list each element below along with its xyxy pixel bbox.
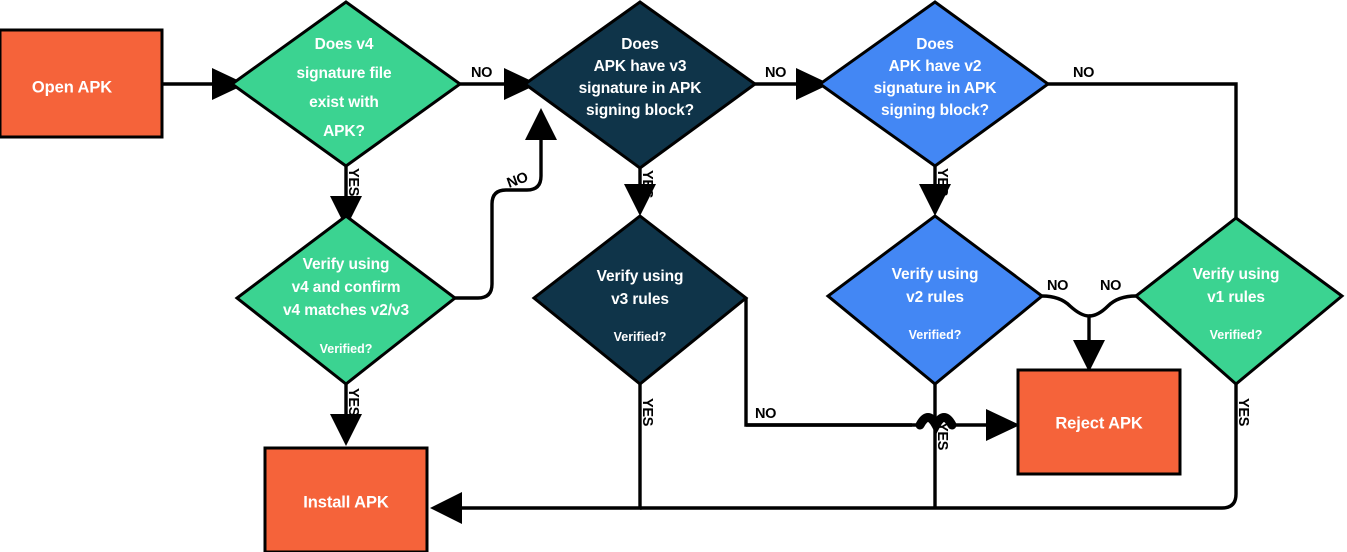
- edge-label-q-v3-no: NO: [765, 65, 786, 81]
- arrowhead: [212, 68, 246, 100]
- verify-v4-line1: Verify using: [303, 256, 390, 273]
- arrowhead: [624, 184, 656, 216]
- q-v4-file-diamond: [229, 0, 463, 168]
- edge-q-v4-no: NO: [460, 65, 538, 100]
- q-v4-file-line4: APK?: [323, 123, 365, 140]
- q-v4-file-line1: Does v4: [315, 36, 374, 53]
- verify-v3-diamond: [531, 214, 749, 386]
- arrowhead: [986, 409, 1020, 441]
- edge-label-verify-v2-no: NO: [1047, 278, 1068, 294]
- arrowhead: [330, 196, 362, 228]
- line-hop-marker: [915, 413, 957, 435]
- edge-label-q-v3-yes: YES: [639, 170, 655, 199]
- q-v2-block-diamond: [817, 0, 1051, 168]
- edge-verify-v2-yes: YES: [933, 384, 950, 508]
- open-apk-label: Open APK: [32, 78, 112, 96]
- q-v2-block-line2: APK have v2: [889, 58, 982, 75]
- node-q-v2-block[interactable]: Does APK have v2 signature in APK signin…: [817, 0, 1051, 168]
- verify-v4-line3: v4 matches v2/v3: [283, 302, 409, 319]
- open-apk-rect: [0, 28, 164, 139]
- verify-v2-diamond: [825, 214, 1045, 386]
- node-install-apk[interactable]: Install APK: [263, 446, 429, 552]
- edge-verify-v4-yes: YES: [330, 384, 362, 446]
- node-verify-v4[interactable]: Verify using v4 and confirm v4 matches v…: [234, 214, 458, 386]
- edge-q-v2-no: NO: [1048, 65, 1238, 220]
- verify-v4-line2: v4 and confirm: [292, 279, 401, 296]
- reject-apk-rect: [1016, 368, 1182, 476]
- arrowhead: [430, 492, 462, 524]
- verify-v1-line1: Verify using: [1193, 266, 1280, 283]
- verify-v3-sub: Verified?: [614, 330, 667, 344]
- install-apk-rect: [263, 446, 429, 552]
- verify-v1-sub: Verified?: [1210, 328, 1263, 342]
- node-q-v4-file[interactable]: Does v4 signature file exist with APK?: [229, 0, 463, 168]
- q-v3-block-line1: Does: [621, 36, 659, 53]
- verify-v1-diamond: [1133, 216, 1345, 386]
- arrowhead: [525, 108, 557, 140]
- node-open-apk[interactable]: Open APK: [0, 28, 164, 139]
- edge-label-verify-v3-no: NO: [755, 406, 776, 422]
- edge-label-q-v2-no: NO: [1073, 65, 1094, 81]
- edge-label-verify-v4-yes: YES: [345, 388, 361, 417]
- node-verify-v2[interactable]: Verify using v2 rules Verified?: [825, 214, 1045, 386]
- q-v3-block-line2: APK have v3: [594, 58, 687, 75]
- arrowhead: [796, 68, 830, 100]
- arrowhead: [919, 184, 951, 216]
- edge-verify-v2-no: NO: [1041, 278, 1105, 372]
- edge-no-bus-to-reject: [746, 409, 1020, 441]
- q-v2-block-line4: signing block?: [881, 102, 989, 119]
- install-apk-label: Install APK: [303, 493, 389, 511]
- verify-v4-sub: Verified?: [320, 342, 373, 356]
- verify-v2-line2: v2 rules: [906, 289, 964, 306]
- edge-label-q-v4-yes: YES: [345, 168, 361, 197]
- arrowhead: [330, 414, 362, 446]
- edge-verify-v4-no: NO: [455, 108, 557, 300]
- edge-open-to-q-v4: [162, 68, 246, 100]
- node-verify-v3[interactable]: Verify using v3 rules Verified?: [531, 214, 749, 386]
- edge-label-q-v2-yes: YES: [934, 168, 950, 197]
- node-reject-apk[interactable]: Reject APK: [1016, 368, 1182, 476]
- q-v2-block-line1: Does: [916, 36, 954, 53]
- edge-verify-v3-yes: YES: [430, 384, 655, 524]
- edge-label-verify-v1-yes: YES: [1235, 398, 1251, 427]
- edge-label-q-v4-no: NO: [471, 65, 492, 81]
- q-v3-block-line4: signing block?: [586, 102, 694, 119]
- edge-q-v3-yes: YES: [624, 168, 656, 216]
- verify-v2-sub: Verified?: [909, 328, 962, 342]
- verify-v1-line2: v1 rules: [1207, 289, 1265, 306]
- verify-v3-line2: v3 rules: [611, 291, 669, 308]
- edge-verify-v1-yes: YES: [640, 384, 1251, 510]
- edge-verify-v1-no: NO: [1088, 278, 1137, 318]
- arrowhead: [1073, 340, 1105, 372]
- edge-q-v2-yes: YES: [919, 166, 951, 216]
- q-v4-file-line3: exist with: [309, 94, 379, 111]
- edge-q-v4-yes: YES: [330, 166, 362, 228]
- edge-label-verify-v1-no: NO: [1100, 278, 1121, 294]
- q-v3-block-line3: signature in APK: [579, 80, 703, 97]
- q-v3-block-diamond: [522, 0, 758, 170]
- arrowhead: [504, 68, 538, 100]
- q-v2-block-line3: signature in APK: [874, 80, 998, 97]
- edge-label-verify-v4-no: NO: [505, 169, 530, 191]
- node-q-v3-block[interactable]: Does APK have v3 signature in APK signin…: [522, 0, 758, 170]
- verify-v2-line1: Verify using: [892, 266, 979, 283]
- verify-v4-diamond: [234, 214, 458, 386]
- q-v4-file-line2: signature file: [296, 65, 392, 82]
- verify-v3-line1: Verify using: [597, 268, 684, 285]
- reject-apk-label: Reject APK: [1055, 414, 1143, 432]
- edge-label-verify-v3-yes: YES: [639, 398, 655, 427]
- node-verify-v1[interactable]: Verify using v1 rules Verified?: [1133, 216, 1345, 386]
- edge-q-v3-no: NO: [755, 65, 830, 100]
